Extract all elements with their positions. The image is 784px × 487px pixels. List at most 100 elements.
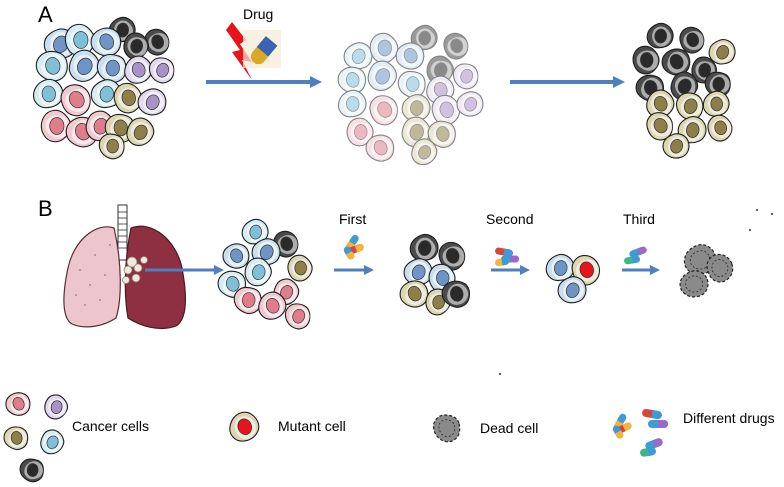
cell: [244, 257, 272, 287]
cell: [144, 28, 170, 56]
cell: [677, 115, 707, 144]
cell: [137, 88, 167, 116]
cell: [702, 90, 730, 117]
cell: [662, 133, 690, 159]
arrow-a1: [206, 76, 322, 88]
cell: [148, 57, 175, 84]
drug-label: Drug: [243, 6, 274, 22]
cell: [98, 133, 125, 160]
cell: [233, 286, 262, 315]
dead-cell: [706, 253, 734, 283]
cell: [44, 394, 69, 420]
pill: [495, 257, 509, 267]
cell: [222, 243, 250, 269]
cell: [35, 50, 68, 82]
cell: [443, 32, 469, 60]
cell: [241, 218, 269, 245]
cell: [64, 23, 96, 57]
cell: [90, 79, 122, 109]
cell: [229, 411, 260, 442]
cell: [284, 303, 311, 330]
arrow-b1: [334, 265, 374, 275]
cell: [60, 84, 91, 117]
treated-tumor-cluster: [337, 24, 484, 166]
dead-cells-cluster: [679, 244, 734, 298]
pill: [612, 425, 624, 439]
cell: [441, 280, 471, 308]
second-label: Second: [486, 211, 534, 227]
cell: [632, 45, 660, 75]
cell: [367, 60, 398, 92]
legend-mutant-cell-label: Mutant cell: [278, 418, 346, 434]
cell: [395, 42, 425, 70]
cell: [365, 134, 395, 162]
panel-a-label: A: [38, 2, 53, 27]
cell: [557, 276, 587, 304]
cell: [258, 291, 287, 320]
dead-cell: [679, 270, 709, 298]
pill: [629, 246, 647, 258]
legend: [3, 392, 668, 483]
cell: [251, 238, 281, 266]
first-drug-icon: [343, 234, 364, 260]
cell: [679, 26, 705, 54]
cell: [411, 138, 438, 166]
cell: [32, 78, 64, 109]
legend-dead-cell-label: Dead cell: [480, 420, 539, 436]
third-label: Third: [623, 211, 655, 227]
cell: [646, 112, 674, 141]
cell: [646, 22, 674, 49]
cell: [126, 117, 155, 147]
cell: [438, 241, 466, 271]
legend-cancer-cells-icon: [3, 392, 69, 483]
arrow-b2: [491, 265, 530, 275]
stray-dots: [499, 209, 773, 375]
cell: [399, 280, 429, 308]
cell: [90, 27, 122, 57]
pill: [624, 255, 640, 265]
cell: [124, 55, 153, 84]
cell: [661, 48, 691, 76]
cell: [409, 233, 439, 262]
cell: [707, 114, 733, 142]
cell: [68, 49, 101, 82]
cell: [403, 258, 433, 286]
third-drug-icon: [624, 246, 647, 265]
cell: [337, 66, 367, 94]
cell: [545, 253, 575, 282]
pill: [343, 246, 355, 260]
arrow-b0: [145, 265, 224, 275]
pill: [645, 438, 663, 450]
cell: [40, 429, 65, 455]
cell: [452, 63, 479, 90]
pill: [495, 247, 513, 257]
second-drug-icon: [495, 247, 519, 267]
cell: [704, 71, 731, 98]
panel-a: [32, 16, 736, 166]
legend-dead-cell-icon: [432, 414, 461, 443]
cell: [113, 82, 143, 114]
pill: [648, 420, 668, 428]
drug-icon: [226, 22, 281, 80]
cell: [401, 93, 431, 122]
cell: [5, 392, 31, 416]
panel-b: [63, 204, 773, 375]
cell: [3, 426, 29, 451]
cell: [123, 32, 149, 60]
cell: [427, 120, 456, 148]
cell: [19, 458, 44, 483]
cell: [675, 92, 704, 121]
pill: [642, 408, 662, 420]
initial-tumor-cluster: [32, 16, 175, 160]
cell: [426, 55, 454, 85]
resistant-tumor-cluster: [632, 22, 736, 159]
cell: [646, 89, 675, 118]
cell: [708, 39, 736, 65]
dead-cell: [432, 414, 461, 443]
cell: [431, 94, 461, 126]
first-label: First: [339, 211, 367, 227]
cell: [397, 70, 426, 99]
cell: [96, 53, 127, 84]
after-first-drug-cluster: [399, 233, 471, 316]
